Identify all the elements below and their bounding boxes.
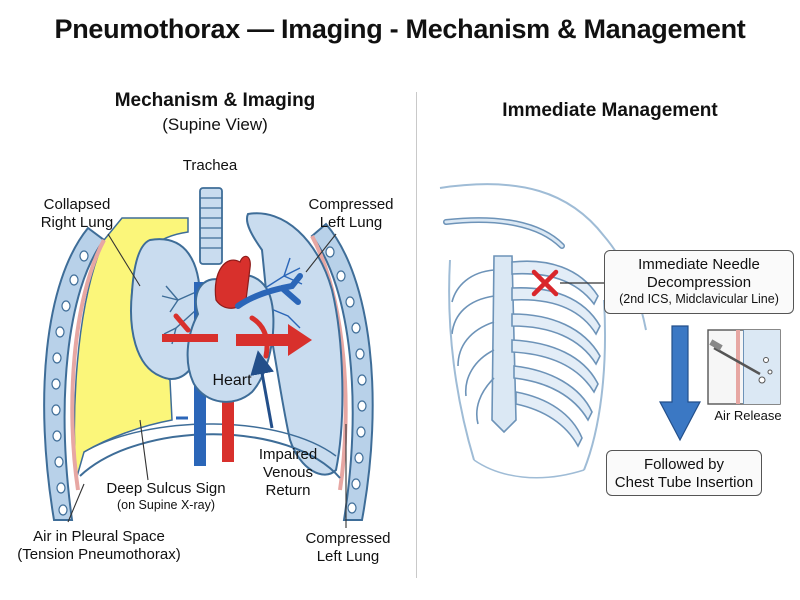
air-release-inset [707, 329, 781, 405]
chest-tube-box-line1: Followed by [643, 456, 725, 473]
label-heart: Heart [212, 372, 252, 389]
collapsed-right-lung [130, 238, 202, 380]
needle-box-line1: Immediate Needle [638, 256, 760, 273]
chest-tube-box-line2: Chest Tube Insertion [614, 474, 754, 491]
label-collapsed-right-lung-line2: Right Lung [40, 214, 114, 231]
page-title: Pneumothorax — Imaging - Mechanism & Man… [54, 14, 746, 44]
trachea [199, 187, 223, 265]
management-arrow-down [659, 325, 701, 442]
pulmonary-vessels [235, 273, 303, 309]
label-air-pleural-line1: Air in Pleural Space [33, 528, 165, 545]
label-air-pleural-line2: (Tension Pneumothorax) [17, 546, 181, 563]
label-impaired-line1: Impaired [258, 446, 318, 463]
label-compressed-left-lung-top-line2: Left Lung [319, 214, 383, 231]
leader-lines [67, 233, 347, 528]
impaired-venous-return-arrow [250, 350, 274, 429]
label-compressed-left-lung-top: Compressed Left Lung [296, 196, 406, 232]
label-collapsed-right-lung-line1: Collapsed [43, 196, 111, 213]
mediastinal-shift-arrow [236, 324, 312, 356]
label-compressed-left-lung-bottom-line2: Left Lung [316, 548, 380, 565]
needle-box-line2: Decompression [646, 274, 752, 291]
label-impaired-line2: Venous [262, 464, 314, 481]
label-air-release: Air Release [714, 408, 782, 423]
left-chest-wall [43, 226, 106, 521]
label-deep-sulcus-line1: Deep Sulcus Sign [106, 480, 226, 497]
label-deep-sulcus-sign: Deep Sulcus Sign (on Supine X-ray) [94, 480, 238, 513]
left-panel-heading: Mechanism & Imaging [114, 90, 316, 111]
needle-site-x-mark [531, 269, 559, 297]
label-compressed-left-lung-bottom-line1: Compressed [305, 530, 391, 547]
diaphragm [79, 433, 341, 479]
right-panel-heading: Immediate Management [502, 100, 718, 121]
mediastinal-shift-arrow-left [162, 334, 218, 342]
label-compressed-left-lung-top-line1: Compressed [308, 196, 394, 213]
right-chest-wall [310, 222, 374, 521]
panel-divider [416, 92, 417, 578]
label-collapsed-right-lung: Collapsed Right Lung [22, 196, 132, 232]
label-impaired-venous-return: Impaired Venous Return [248, 446, 328, 500]
aortic-arch [214, 255, 251, 309]
label-compressed-left-lung-bottom: Compressed Left Lung [294, 530, 402, 566]
needle-decompression-box: Immediate Needle Decompression (2nd ICS,… [604, 250, 794, 314]
needle-box-line3: (2nd ICS, Midclavicular Line) [619, 292, 779, 306]
label-air-pleural-space: Air in Pleural Space (Tension Pneumothor… [4, 528, 194, 564]
chest-tube-box: Followed by Chest Tube Insertion [606, 450, 762, 496]
label-deep-sulcus-line2: (on Supine X-ray) [117, 498, 215, 512]
label-impaired-line3: Return [265, 482, 311, 499]
pleura-lining-right [70, 239, 106, 491]
label-trachea: Trachea [182, 157, 238, 174]
chest-ribcage-illustration [439, 183, 647, 479]
left-panel-subheading: (Supine View) [162, 115, 268, 134]
pleura-lining-left [310, 235, 348, 491]
